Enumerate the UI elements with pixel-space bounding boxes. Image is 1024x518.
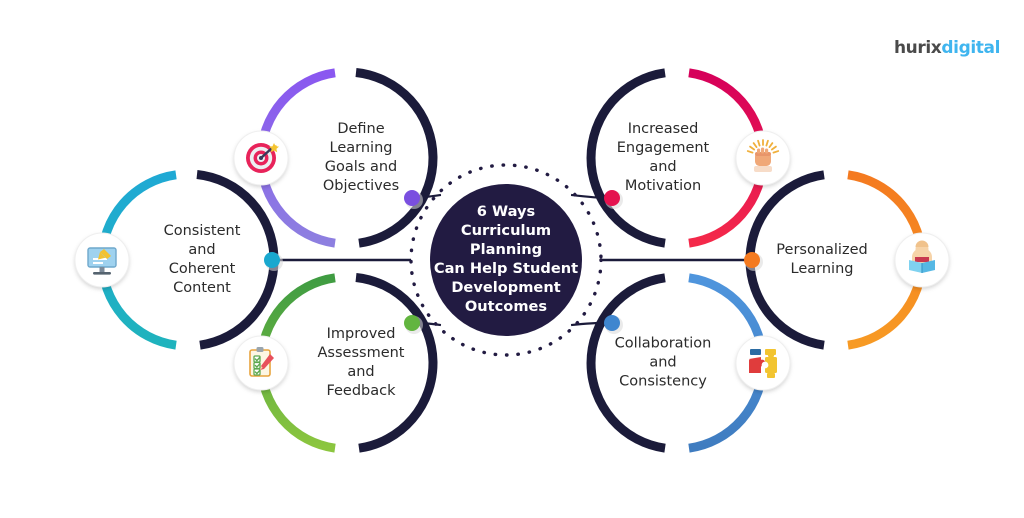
connector-dot-improved-assessment-feedback <box>404 315 420 331</box>
ring-segment-consistent-coherent-content-1 <box>196 169 279 350</box>
icon-badge-define-learning-goals-objectives <box>233 130 289 186</box>
connector-dot-consistent-coherent-content <box>264 252 280 268</box>
ring-segment-increased-engagement-motivation-1 <box>586 68 666 248</box>
ring-segment-define-learning-goals-objectives-1 <box>355 67 438 248</box>
connector-dot-personalized-learning <box>744 252 760 268</box>
connector-dot-define-learning-goals-objectives <box>404 190 420 206</box>
ring-segment-improved-assessment-feedback-1 <box>355 272 438 453</box>
icon-badge-improved-assessment-feedback <box>233 335 289 391</box>
person-reading-icon <box>909 240 935 273</box>
target-dart-icon <box>246 143 279 173</box>
brand-logo: hurixdigital <box>894 38 1000 58</box>
center-disc <box>430 184 582 336</box>
icon-badge-consistent-coherent-content <box>74 232 130 288</box>
puzzle-pieces-icon <box>749 349 777 378</box>
raised-fist-icon <box>746 139 780 172</box>
icon-badges-layer <box>74 130 950 391</box>
icon-badge-collaboration-consistency <box>735 335 791 391</box>
monitor-pencil-icon <box>87 247 117 275</box>
center-ring-layer <box>409 163 603 357</box>
connector-dots-layer <box>264 190 763 334</box>
connector-dot-collaboration-consistency <box>604 315 620 331</box>
icon-badge-personalized-learning <box>894 232 950 288</box>
brand-logo-part1: hurix <box>893 38 942 58</box>
brand-logo-part2: digital <box>941 38 1000 58</box>
ring-segment-collaboration-consistency-1 <box>586 273 666 453</box>
connector-dot-increased-engagement-motivation <box>604 190 620 206</box>
clipboard-checklist-icon <box>249 347 274 377</box>
icon-badge-increased-engagement-motivation <box>735 130 791 186</box>
center-dotted-ring <box>409 163 603 357</box>
